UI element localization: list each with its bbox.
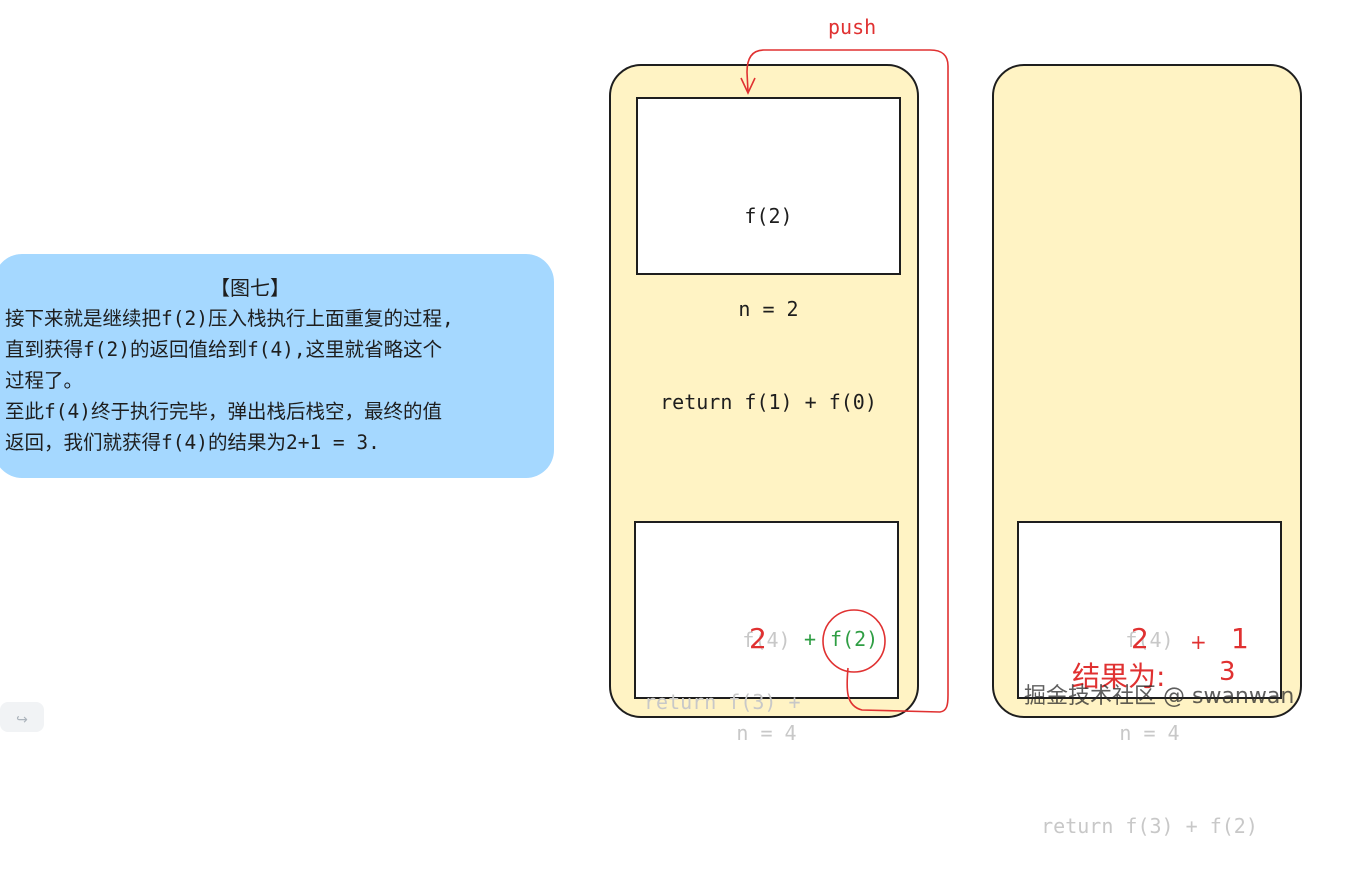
watermark: 掘金技术社区 @ swanwan: [1024, 684, 1295, 709]
right-overlay-left: 2: [1131, 622, 1149, 655]
left-bottom-return-line: return f(3) +: [644, 625, 813, 749]
left-plus-sign: +: [804, 627, 817, 651]
left-overlay-value: 2: [749, 622, 767, 655]
note-line: 直到获得f(2)的返回值给到f(4),这里就省略这个: [5, 338, 443, 361]
right-bottom-frame: [1017, 521, 1282, 699]
left-top-frame: [636, 97, 901, 275]
result-label: 结果为:: [1072, 660, 1166, 693]
frame-line: f(4): [1125, 628, 1174, 652]
highlight-circle: [822, 609, 886, 673]
note-line: 接下来就是继续把f(2)压入栈执行上面重复的过程,: [5, 307, 454, 330]
note-line: 至此f(4)终于执行完毕，弹出栈后栈空，最终的值: [5, 400, 442, 423]
note-text: 接下来就是继续把f(2)压入栈执行上面重复的过程, 直到获得f(2)的返回值给到…: [5, 303, 553, 458]
frame-line: f(2): [744, 204, 793, 228]
push-arrow-head: [740, 77, 756, 95]
left-bottom-frame: [634, 521, 899, 699]
result-value: 3: [1219, 657, 1236, 687]
note-title: 【图七】: [210, 276, 290, 300]
frame-line: n = 2: [738, 297, 799, 321]
push-arrow-path: [746, 49, 949, 713]
note-line: 返回，我们就获得f(4)的结果为2+1 = 3.: [5, 431, 380, 454]
right-plus-sign: +: [1190, 630, 1207, 654]
frame-line: return f(3) + f(2): [1041, 814, 1258, 838]
note-line: 过程了。: [5, 369, 84, 392]
right-overlay-right: 1: [1231, 622, 1249, 655]
left-top-frame-code: f(2) n = 2 return f(1) + f(0): [636, 139, 901, 449]
push-label: push: [828, 15, 877, 39]
frame-line: f(4): [742, 628, 791, 652]
note-card: [0, 254, 554, 478]
left-highlight-call: f(2): [830, 627, 879, 651]
share-icon[interactable]: ↪: [0, 702, 44, 732]
annotation-overlay: [740, 49, 949, 713]
frame-line: return f(1) + f(0): [660, 390, 877, 414]
frame-line: return f(3) +: [644, 690, 813, 714]
